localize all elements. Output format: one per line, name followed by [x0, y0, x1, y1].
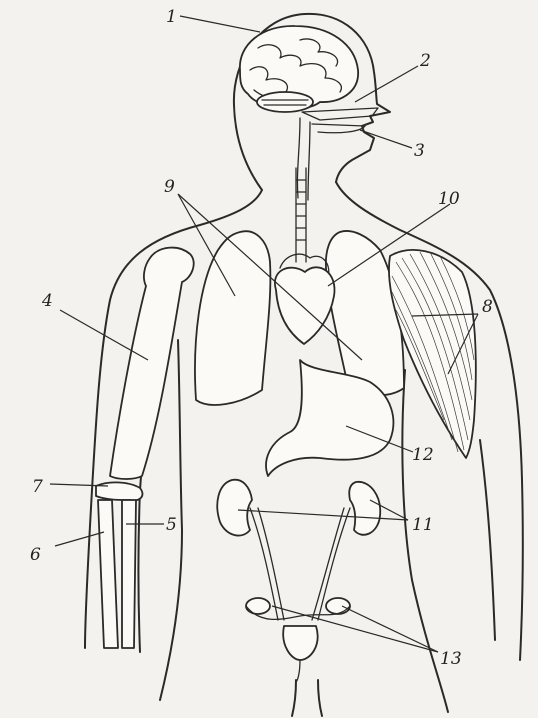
elbow-joint-icon	[96, 482, 142, 500]
kidneys-icon	[217, 480, 380, 620]
label-1: 1	[166, 7, 177, 27]
label-5: 5	[166, 515, 177, 535]
label-7: 7	[32, 477, 43, 497]
forearm-bones-icon	[98, 500, 136, 648]
label-8: 8	[482, 297, 493, 317]
label-13: 13	[440, 649, 462, 669]
label-12: 12	[412, 445, 434, 465]
label-2: 2	[419, 51, 431, 71]
label-9: 9	[164, 177, 175, 197]
label-3: 3	[414, 141, 425, 161]
brain-icon	[240, 26, 358, 112]
gonads-icon	[246, 598, 350, 682]
label-10: 10	[438, 189, 460, 209]
label-11: 11	[412, 515, 434, 535]
label-4: 4	[41, 291, 53, 311]
label-6: 6	[30, 545, 41, 565]
humerus-icon	[110, 248, 194, 479]
